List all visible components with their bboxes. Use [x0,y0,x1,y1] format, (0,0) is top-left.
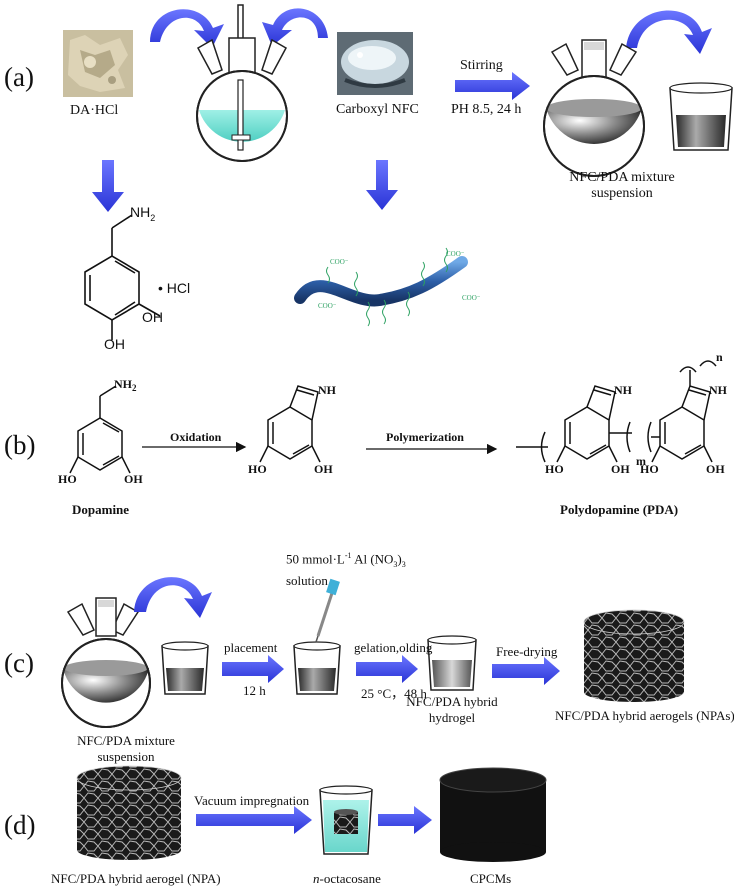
da-hcl-label: DA·HCl [70,103,119,118]
ho-dopamine: HO [58,472,77,486]
carboxyl-nfc-photo [337,32,413,95]
cpcm-cylinder [439,767,547,862]
nh2-b-text: NH [114,377,132,391]
cond-label: 25 °C，48 h [361,686,427,701]
pda-label: Polydopamine (PDA) [560,502,679,517]
panel-label-d: (d) [4,810,36,840]
hydrogel-label: NFC/PDA hybrid hydrogel [400,694,504,726]
placement-label: placement [224,640,278,655]
oh-label-2: OH [104,336,125,352]
aerogel-cylinder-c [583,609,685,702]
aerogel-cylinder-d [76,765,182,860]
curved-arrow-c [134,577,212,618]
beaker-a [669,82,733,151]
mixture-label-a: NFC/PDA mixture suspension [547,170,697,202]
pda-structure [516,360,717,463]
m-subscript: m [636,454,646,468]
beaker-c3-gel [427,635,477,691]
sol-conc: 50 mmol·L [286,551,345,567]
dopamine-ring [69,385,131,474]
nh2-text: NH [130,204,151,220]
hydro-1: NFC/PDA hybrid [406,694,498,709]
sol-sub-a: 3 [393,559,398,569]
sol-sup: -1 [344,551,352,560]
carboxyl-fiber [294,247,468,327]
aerogel-npa-label: NFC/PDA hybrid aerogel (NPA) [51,871,221,886]
ho-dhi: HO [248,462,267,476]
dhi-structure [259,385,321,463]
octacosane-label: n-octacosane [313,871,381,887]
beaker-d [319,785,373,855]
hcl-label: • HCl [158,280,191,296]
dopamine-label: Dopamine [72,502,130,517]
sol-al: Al (NO [351,551,394,567]
curved-arrow-3 [626,10,712,54]
vacuum-label: Vacuum impregnation [194,793,310,808]
vacuum-arrow [196,806,312,834]
panel-label-c: (c) [4,648,34,678]
stirring-arrow [455,72,530,100]
nh-pda-2: NH [709,383,727,397]
ph-time-label: PH 8.5, 24 h [451,102,522,117]
oh-dhi: OH [314,462,333,476]
placement-arrow [222,655,284,683]
dopamine-hcl-structure [84,214,161,340]
gelation-label: gelation,olding [354,640,433,655]
down-arrow-right [366,160,398,210]
panel-label-a: (a) [4,62,34,92]
n-subscript: n [716,350,723,364]
curved-arrow-2 [262,8,328,46]
curved-arrow-1 [150,9,224,48]
hydro-2: hydrogel [428,710,476,725]
coo-label-1: COO⁻ [330,258,349,266]
nh-dhi: NH [318,383,336,397]
gelation-arrow [356,655,418,683]
octa-n: n [313,871,320,886]
aerogels-label: NFC/PDA hybrid aerogels (NPAs) [555,708,734,723]
sol-close: ) [397,551,402,567]
coo-label-3: COO⁻ [462,294,481,302]
sol-sub-b: 3 [401,559,406,569]
stirring-label: Stirring [460,58,503,73]
carboxyl-nfc-label: Carboxyl NFC [336,102,419,117]
to-cpcm-arrow [378,806,432,834]
polymerization-label: Polymerization [386,430,464,444]
nh2-sub: 2 [150,212,156,223]
time12-label: 12 h [243,683,266,698]
down-arrow-left [92,160,124,212]
sol-word: solution [286,572,328,588]
panel-label-b: (b) [4,430,36,460]
oh-pda-2: OH [706,462,725,476]
octa-rest: -octacosane [319,871,381,886]
oh-pda-1: OH [611,462,630,476]
cpcms-label: CPCMs [470,871,512,886]
round-flask-teal [196,4,288,162]
nh2-label-b: NH2 [114,377,137,393]
nh2-label-a: NH2 [130,204,155,223]
ho-pda-1: HO [545,462,564,476]
oh-label-1: OH [142,309,163,325]
mixture-line1: NFC/PDA mixture [569,170,675,185]
solution-label: 50 mmol·L-1 Al (NO3)3 solution [286,548,406,589]
nh-pda-1: NH [614,383,632,397]
beaker-c1 [161,641,209,695]
free-drying-arrow [492,657,560,685]
free-drying-label: Free-drying [496,644,558,659]
round-flask-c [61,597,151,728]
mix-c-1: NFC/PDA mixture [77,733,175,748]
mixture-label-c: NFC/PDA mixture suspension [56,733,196,765]
coo-label-2: COO⁻ [446,250,465,258]
oh-dopamine: OH [124,472,143,486]
ho-pda-2: HO [640,462,659,476]
mix-c-2: suspension [97,749,155,764]
mixture-line2: suspension [591,186,653,201]
beaker-c2-dropper [293,578,341,695]
coo-label-4: COO⁻ [318,302,337,310]
da-hcl-photo [63,30,133,97]
nh2-b-sub: 2 [132,383,137,394]
oxidation-label: Oxidation [170,430,222,444]
round-flask-dark [543,39,645,177]
